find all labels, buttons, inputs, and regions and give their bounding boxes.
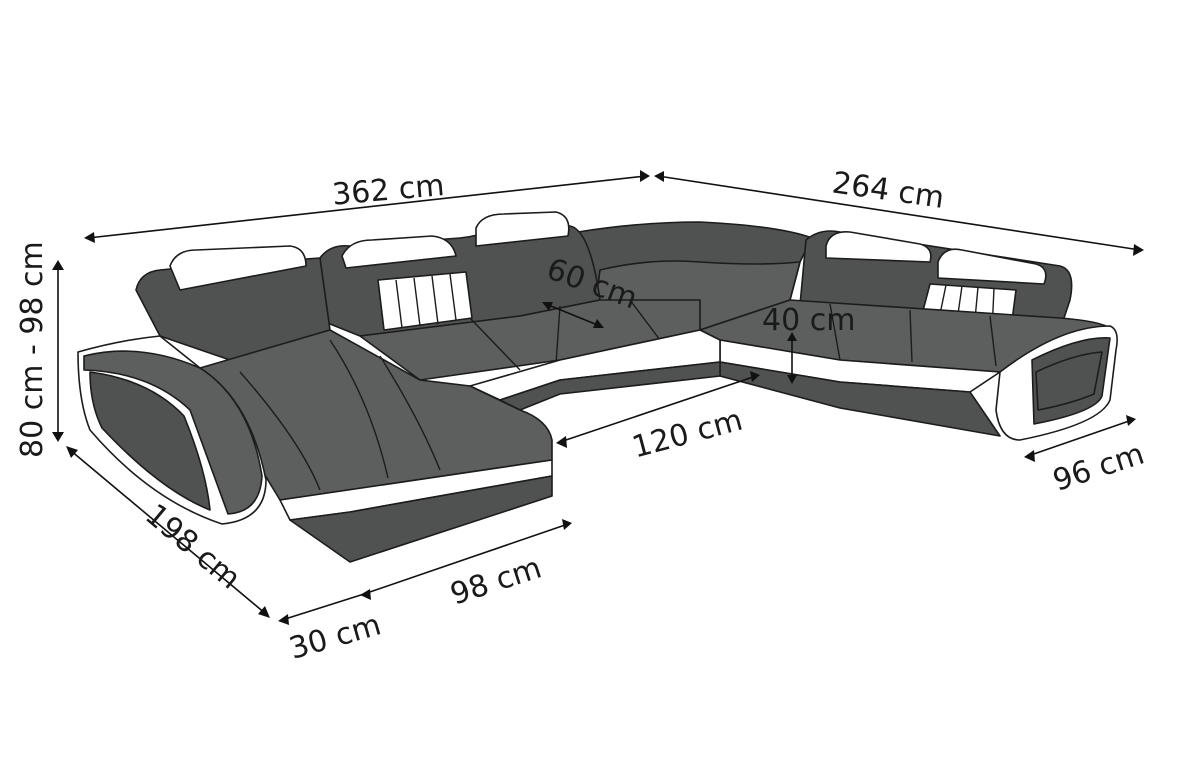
middle-pillow [377,271,473,331]
label-inner-length: 120 cm [629,403,747,466]
middle-seat [359,299,701,381]
chaise-seat [199,329,553,501]
right-armrest-opening [1035,351,1103,411]
label-armrest-width: 30 cm [285,607,384,666]
sofa [77,211,1118,563]
right-headrest-2 [937,248,1047,285]
right-headrest-1 [825,230,932,263]
label-chaise-width: 98 cm [446,550,546,612]
middle-headrest-1 [341,235,457,269]
label-total-width-right: 264 cm [830,166,946,216]
left-headrest [169,245,307,291]
label-height-range: 80 cm - 98 cm [15,241,50,458]
dimension-lines [52,170,1144,625]
chaise-armrest-opening [89,371,211,511]
chaise-armrest-outer [83,350,263,515]
label-total-width-left: 362 cm [331,168,446,213]
label-right-depth: 96 cm [1049,437,1149,499]
chaise-base [289,475,553,563]
label-seat-height: 40 cm [762,303,855,338]
middle-headrest-2 [475,211,570,247]
